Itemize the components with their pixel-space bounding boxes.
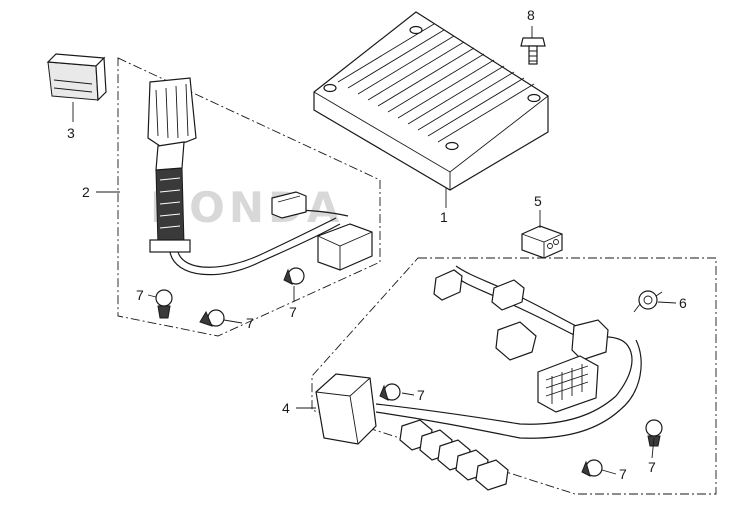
callout-7-b: 7 — [246, 315, 254, 331]
callout-1: 1 — [440, 209, 448, 225]
part-8-bolt[interactable] — [520, 37, 546, 65]
part-7-clip-d[interactable] — [379, 383, 401, 401]
leader-line-7b — [223, 319, 243, 324]
part-2-sub-harness[interactable] — [147, 77, 373, 276]
callout-6: 6 — [679, 295, 687, 311]
callout-8: 8 — [527, 7, 535, 23]
part-5-connector[interactable] — [521, 225, 563, 259]
part-7-clip-b[interactable] — [199, 309, 225, 327]
callout-7-f: 7 — [648, 459, 656, 475]
callout-7-e: 7 — [619, 466, 627, 482]
leader-line-7f — [651, 437, 655, 459]
part-7-clip-c[interactable] — [283, 267, 305, 285]
leader-line-7e — [601, 469, 617, 475]
callout-5: 5 — [534, 193, 542, 209]
callout-3: 3 — [67, 125, 75, 141]
part-7-clip-e[interactable] — [581, 459, 603, 477]
callout-7-d: 7 — [417, 387, 425, 403]
harness-group-box-lower — [311, 257, 717, 495]
callout-7-c: 7 — [289, 304, 297, 320]
part-1-regulator-module[interactable] — [313, 11, 549, 191]
part-3-connector-cap[interactable] — [46, 53, 107, 102]
callout-7-a: 7 — [136, 287, 144, 303]
leader-line-6 — [657, 301, 677, 304]
part-4-main-harness[interactable] — [315, 265, 642, 491]
callout-2: 2 — [82, 184, 90, 200]
leader-line-7d — [401, 392, 415, 396]
harness-group-box-upper — [117, 57, 381, 337]
leader-line-7a — [147, 294, 157, 298]
callout-4: 4 — [282, 400, 290, 416]
part-6-clip[interactable] — [633, 290, 663, 313]
part-7-clip-a[interactable] — [155, 289, 173, 319]
